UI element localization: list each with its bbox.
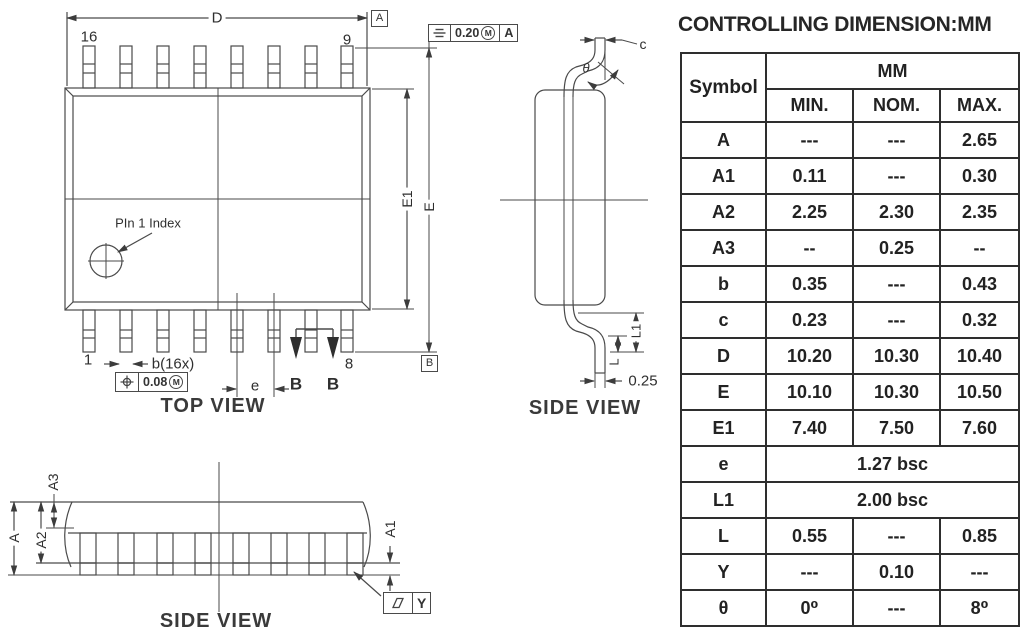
- table-header-max: MAX.: [938, 88, 1021, 123]
- flatness-icon: [384, 593, 412, 613]
- theta-angle-arc: [587, 69, 619, 91]
- top-view-caption: TOP VIEW: [160, 395, 266, 417]
- section-arrow-icon: [327, 337, 339, 359]
- side-view-profile-caption: SIDE VIEW: [159, 610, 273, 632]
- fcf-symmetry-frame: 0.20 M A: [428, 24, 519, 42]
- dim-label-c: c: [639, 36, 647, 52]
- fcf-tolerance-value: 0.20: [455, 25, 480, 40]
- side-view-profile-drawing: [8, 462, 400, 612]
- fcf-position-frame: 0.08 M: [115, 372, 189, 392]
- section-label-b1: B: [289, 374, 303, 394]
- table-header-symbol: Symbol: [680, 52, 767, 123]
- page-title: CONTROLLING DIMENSION:MM: [678, 13, 992, 36]
- table-header-min: MIN.: [765, 88, 854, 123]
- section-arrow-icon: [290, 337, 302, 359]
- table-row: A------2.65: [680, 121, 1021, 159]
- profile-pin-row: [79, 532, 364, 576]
- package-body-top-view: [64, 87, 371, 311]
- table-header-nom: NOM.: [852, 88, 941, 123]
- section-label-b2: B: [326, 374, 340, 394]
- pin-number-1: 1: [83, 351, 93, 369]
- fcf-seating-plane-frame: Y: [383, 592, 432, 614]
- table-header-unit: MM: [764, 52, 1021, 90]
- dim-label-l: L: [606, 358, 622, 366]
- dim-label-a: A: [6, 530, 22, 546]
- pin-number-9: 9: [342, 31, 352, 49]
- table-row: Y---0.10---: [680, 553, 1021, 591]
- pin1-index-label: PIn 1 Index: [115, 215, 181, 231]
- dim-label-a3: A3: [45, 473, 61, 491]
- b-dim-label: b(16x): [151, 355, 195, 373]
- package-body-profile: [8, 501, 400, 576]
- pin-number-16: 16: [80, 28, 98, 46]
- symmetry-icon: [429, 25, 450, 41]
- pin1-index-mark: [88, 232, 153, 279]
- bottom-pin-row: [82, 309, 354, 353]
- dim-label-a1: A1: [382, 520, 398, 538]
- position-icon: [116, 373, 138, 391]
- c-leader: [621, 39, 638, 45]
- seating-plane-leader: [353, 571, 382, 597]
- mmc-modifier-icon: M: [169, 375, 184, 389]
- pin-number-8: 8: [344, 355, 354, 373]
- tip-width-value: 0.25: [628, 372, 658, 390]
- pin1-index-leader: [117, 232, 153, 253]
- side-view-pin-caption: SIDE VIEW: [528, 397, 642, 419]
- table-row: A3--0.25--: [680, 229, 1021, 267]
- package-body-side-view: [534, 89, 606, 306]
- dim-label-e1: E1: [399, 187, 415, 211]
- top-view-drawing: [64, 12, 437, 397]
- datum-a-flag: A: [371, 10, 388, 27]
- dim-label-l1: L1: [629, 320, 644, 342]
- bottom-lead: [563, 299, 606, 388]
- mmc-modifier-icon: M: [481, 26, 496, 40]
- dim-label-a2: A2: [33, 528, 49, 552]
- datum-b-flag: B: [421, 355, 438, 372]
- dim-label-d: D: [208, 10, 226, 26]
- top-pin-row: [82, 45, 354, 89]
- fcf-tolerance-value: 0.08: [143, 374, 168, 389]
- dim-label-e: E: [421, 199, 437, 215]
- fcf-datum-ref: A: [499, 25, 517, 41]
- section-b-cut: [290, 328, 339, 359]
- fcf-datum-ref: Y: [412, 593, 430, 613]
- theta-angle-label: θ: [582, 60, 590, 76]
- side-view-pin-drawing: [500, 36, 648, 388]
- e-pitch-label: e: [247, 378, 263, 394]
- technical-drawing-canvas: [8, 12, 648, 612]
